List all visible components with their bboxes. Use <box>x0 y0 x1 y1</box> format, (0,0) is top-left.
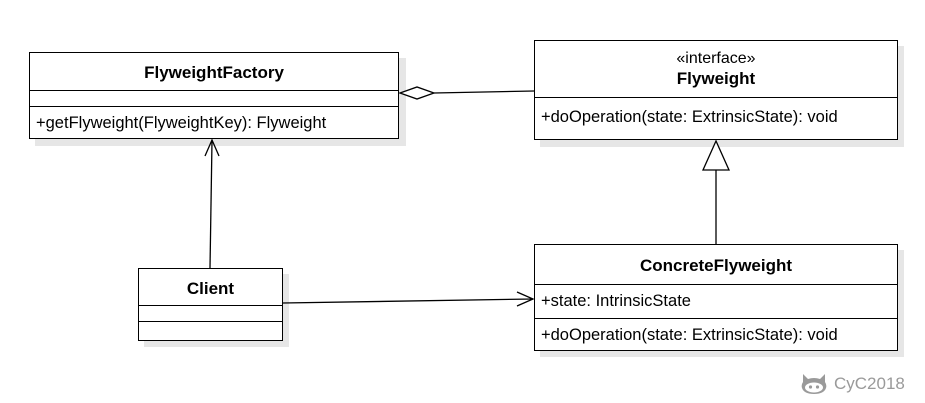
client-factory-edge <box>204 138 220 269</box>
flyweight-methods: +doOperation(state: ExtrinsicState): voi… <box>535 97 897 139</box>
client-factory-arrowhead <box>204 138 220 157</box>
flyweightfactory-class[interactable]: FlyweightFactory +getFlyweight(Flyweight… <box>29 52 399 139</box>
flyweightfactory-attributes <box>30 90 398 106</box>
aggregation-line <box>433 90 535 94</box>
client-concrete-edge <box>282 291 535 307</box>
aggregation-edge <box>398 86 535 100</box>
concreteflyweight-attribute: +state: IntrinsicState <box>541 292 691 310</box>
client-methods <box>139 321 282 341</box>
client-attributes <box>139 305 282 321</box>
flyweight-stereotype: «interface» <box>676 50 756 67</box>
concreteflyweight-name: ConcreteFlyweight <box>639 256 793 275</box>
client-class[interactable]: Client <box>138 268 283 341</box>
flyweightfactory-method: +getFlyweight(FlyweightKey): Flyweight <box>36 114 327 132</box>
aggregation-diamond <box>398 86 436 100</box>
concreteflyweight-method: +doOperation(state: ExtrinsicState): voi… <box>541 326 838 344</box>
github-octocat-icon <box>801 374 827 394</box>
watermark: CyC2018 <box>800 369 905 399</box>
concreteflyweight-class[interactable]: ConcreteFlyweight +state: IntrinsicState… <box>534 244 898 351</box>
client-factory-line <box>209 140 213 269</box>
client-name: Client <box>186 279 235 298</box>
flyweightfactory-name: FlyweightFactory <box>144 63 284 82</box>
flyweight-method: +doOperation(state: ExtrinsicState): voi… <box>541 108 838 126</box>
flyweight-name: Flyweight <box>676 69 756 88</box>
flyweight-interface[interactable]: «interface» Flyweight +doOperation(state… <box>534 40 898 140</box>
concreteflyweight-methods: +doOperation(state: ExtrinsicState): voi… <box>535 318 897 351</box>
flyweightfactory-methods: +getFlyweight(FlyweightKey): Flyweight <box>30 106 398 139</box>
watermark-text: CyC2018 <box>834 374 905 393</box>
client-concrete-line <box>282 298 534 304</box>
realization-triangle <box>701 139 731 171</box>
client-concrete-arrowhead <box>516 291 535 307</box>
concreteflyweight-attributes: +state: IntrinsicState <box>535 284 897 318</box>
realization-edge <box>701 139 731 244</box>
